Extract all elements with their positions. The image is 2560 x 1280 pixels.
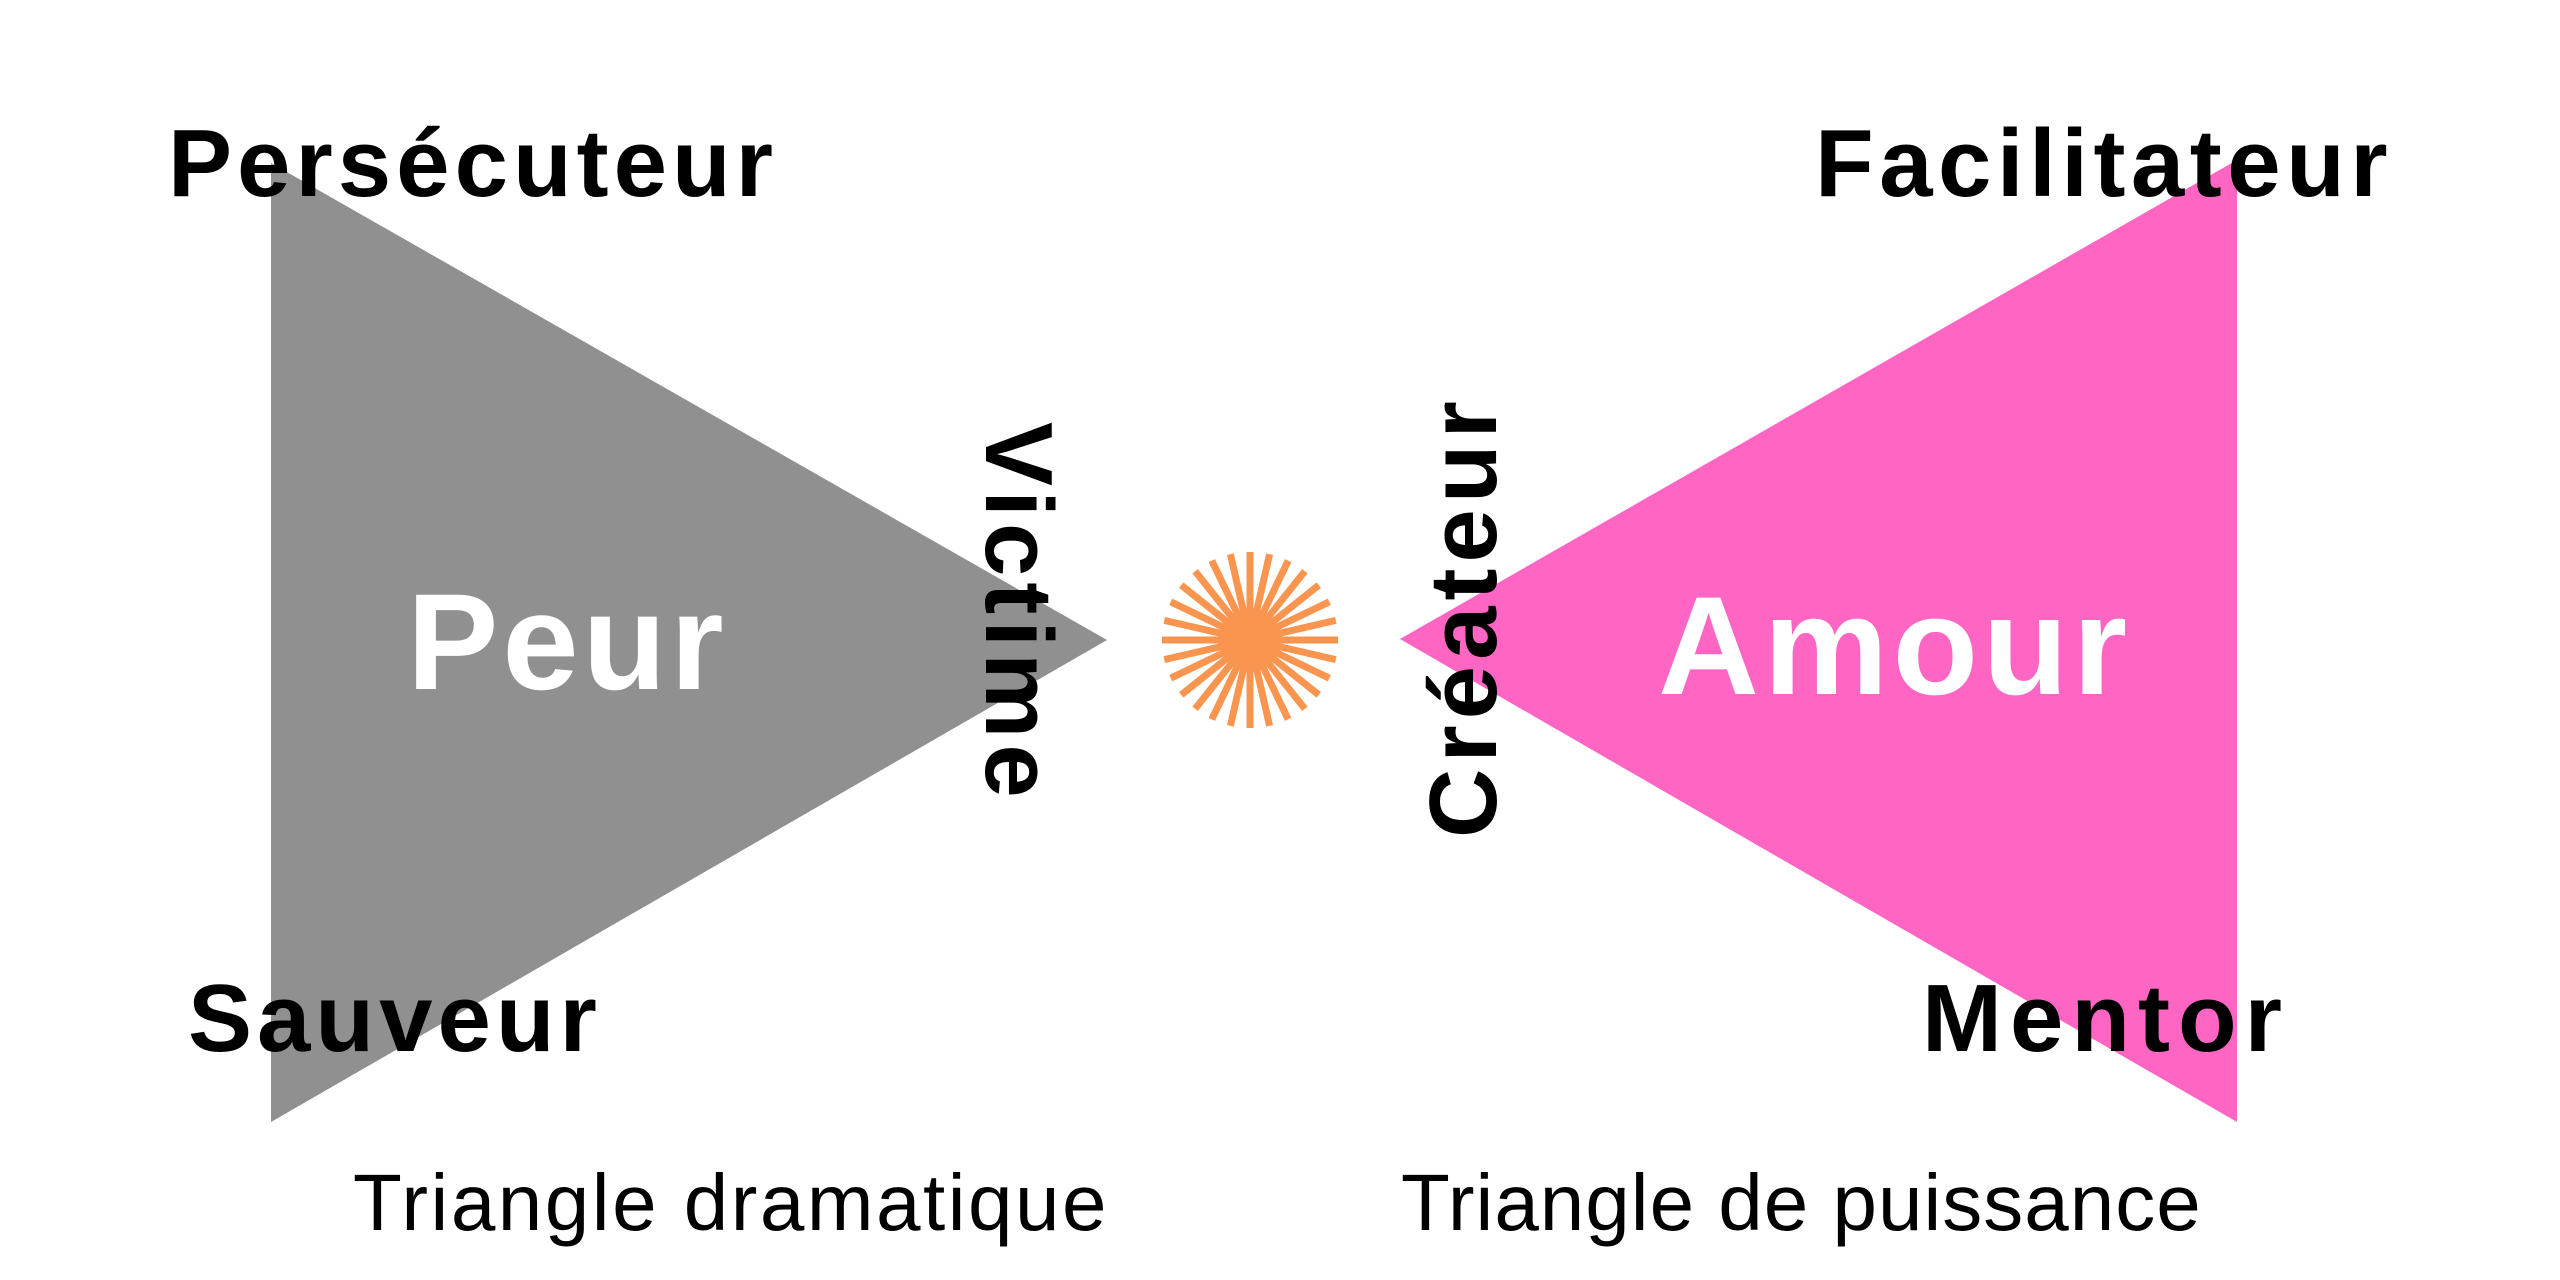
power-triangle-shape — [1400, 160, 2237, 1122]
core-emotion-amour: Amour — [1658, 567, 2132, 724]
role-label-sauveur: Sauveur — [188, 965, 602, 1072]
role-label-persecuteur: Persécuteur — [168, 110, 778, 217]
sun-burst-icon — [1162, 552, 1338, 728]
role-label-facilitateur: Facilitateur — [1815, 110, 2394, 217]
caption-drama-triangle: Triangle dramatique — [353, 1158, 1110, 1247]
role-label-createur: Créateur — [1410, 395, 1517, 838]
core-emotion-peur: Peur — [407, 566, 728, 719]
caption-power-triangle: Triangle de puissance — [1401, 1158, 2202, 1247]
drama-triangle-shape — [271, 163, 1107, 1122]
role-label-mentor: Mentor — [1922, 965, 2290, 1072]
role-label-victime: Victime — [965, 422, 1072, 804]
